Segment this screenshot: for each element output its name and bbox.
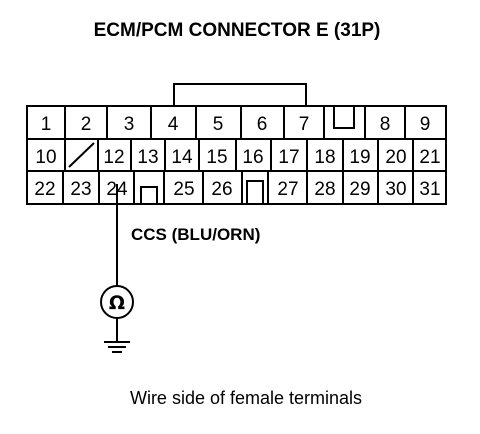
terminal-14: 14	[171, 147, 193, 168]
terminal-17: 17	[278, 147, 299, 168]
terminal-9: 9	[420, 114, 431, 135]
terminal-6: 6	[257, 114, 268, 135]
row-3-dividers	[62, 171, 414, 204]
row-1-key-notch	[333, 106, 355, 129]
terminal-3: 3	[124, 114, 135, 135]
diagram-caption: Wire side of female terminals	[130, 388, 362, 408]
terminal-27: 27	[277, 179, 298, 200]
terminal-5: 5	[213, 114, 224, 135]
terminal-16: 16	[242, 147, 263, 168]
ground-icon	[104, 341, 130, 353]
terminal-8: 8	[380, 114, 391, 135]
terminal-22: 22	[34, 179, 55, 200]
row-3-key-notch-left	[140, 186, 158, 204]
connector-lock-tab	[173, 83, 307, 106]
terminal-10: 10	[35, 147, 56, 168]
terminal-18: 18	[314, 147, 335, 168]
connector-housing	[26, 105, 447, 205]
terminal-25: 25	[173, 179, 194, 200]
terminal-30: 30	[385, 179, 406, 200]
terminal-21: 21	[419, 147, 440, 168]
terminal-7: 7	[299, 114, 310, 135]
row-3-key-notch-right	[246, 180, 264, 204]
wire-label: CCS (BLU/ORN)	[131, 225, 260, 244]
terminal-15: 15	[206, 147, 227, 168]
terminal-23: 23	[70, 179, 91, 200]
row-3-terminals: 22 23 24 25 26 27 28 29 30 31	[34, 179, 440, 200]
ohm-symbol: Ω	[109, 292, 125, 314]
terminal-4: 4	[168, 114, 179, 135]
row-2-dividers	[64, 139, 414, 171]
terminal-12: 12	[103, 147, 124, 168]
terminal-26: 26	[211, 179, 232, 200]
unused-cavity-mark	[68, 142, 95, 168]
row-1-dividers	[64, 106, 406, 139]
terminal-29: 29	[349, 179, 370, 200]
terminal-31: 31	[419, 179, 440, 200]
row-2-terminals: 10 12 13 14 15 16 17 18 19 20 21	[35, 147, 440, 168]
ohmmeter-icon: Ω	[100, 285, 134, 319]
terminal-13: 13	[137, 147, 158, 168]
terminal-28: 28	[314, 179, 335, 200]
diagram-title: ECM/PCM CONNECTOR E (31P)	[94, 20, 381, 41]
terminal-2: 2	[81, 114, 92, 135]
terminal-20: 20	[385, 147, 406, 168]
terminal-1: 1	[41, 114, 52, 135]
row-1-terminals: 1 2 3 4 5 6 7 8 9	[41, 114, 431, 135]
terminal-19: 19	[349, 147, 370, 168]
